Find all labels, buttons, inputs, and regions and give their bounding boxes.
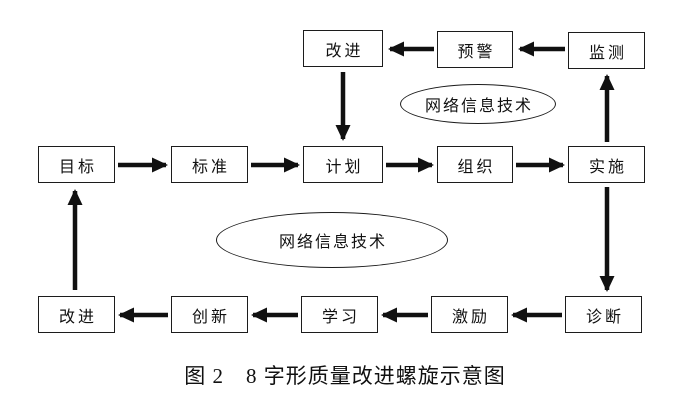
- node-innovate: 创新: [171, 296, 248, 333]
- node-organize: 组织: [437, 146, 513, 183]
- node-standard: 标准: [171, 146, 248, 183]
- node-early-warning: 预警: [437, 31, 513, 68]
- node-learn: 学习: [301, 296, 378, 333]
- node-implement-label: 实施: [588, 158, 627, 176]
- node-monitor-label: 监测: [588, 44, 627, 62]
- node-motivate-label: 激励: [451, 308, 490, 326]
- node-improve-top-label: 改进: [325, 42, 364, 60]
- ellipse-network-info-tech-middle-label: 网络信息技术: [278, 234, 387, 251]
- node-early-warning-label: 预警: [457, 43, 496, 61]
- node-monitor: 监测: [568, 32, 645, 69]
- node-improve-top: 改进: [303, 30, 383, 67]
- node-organize-label: 组织: [457, 158, 496, 176]
- ellipse-network-info-tech-top: 网络信息技术: [400, 84, 556, 124]
- node-diagnose: 诊断: [565, 296, 642, 333]
- node-implement: 实施: [568, 146, 645, 183]
- node-improve-bottom-label: 改进: [58, 308, 97, 326]
- node-goal: 目标: [38, 146, 115, 183]
- node-innovate-label: 创新: [191, 308, 230, 326]
- node-improve-bottom: 改进: [38, 296, 115, 333]
- ellipse-network-info-tech-top-label: 网络信息技术: [424, 98, 533, 115]
- node-plan: 计划: [303, 146, 383, 183]
- node-goal-label: 目标: [58, 158, 97, 176]
- node-standard-label: 标准: [191, 158, 230, 176]
- figure-caption: 图 2 8 字形质量改进螺旋示意图: [184, 364, 506, 388]
- node-learn-label: 学习: [321, 308, 360, 326]
- node-plan-label: 计划: [325, 158, 364, 176]
- node-motivate: 激励: [431, 296, 508, 333]
- ellipse-network-info-tech-middle: 网络信息技术: [216, 212, 448, 268]
- node-diagnose-label: 诊断: [585, 308, 624, 326]
